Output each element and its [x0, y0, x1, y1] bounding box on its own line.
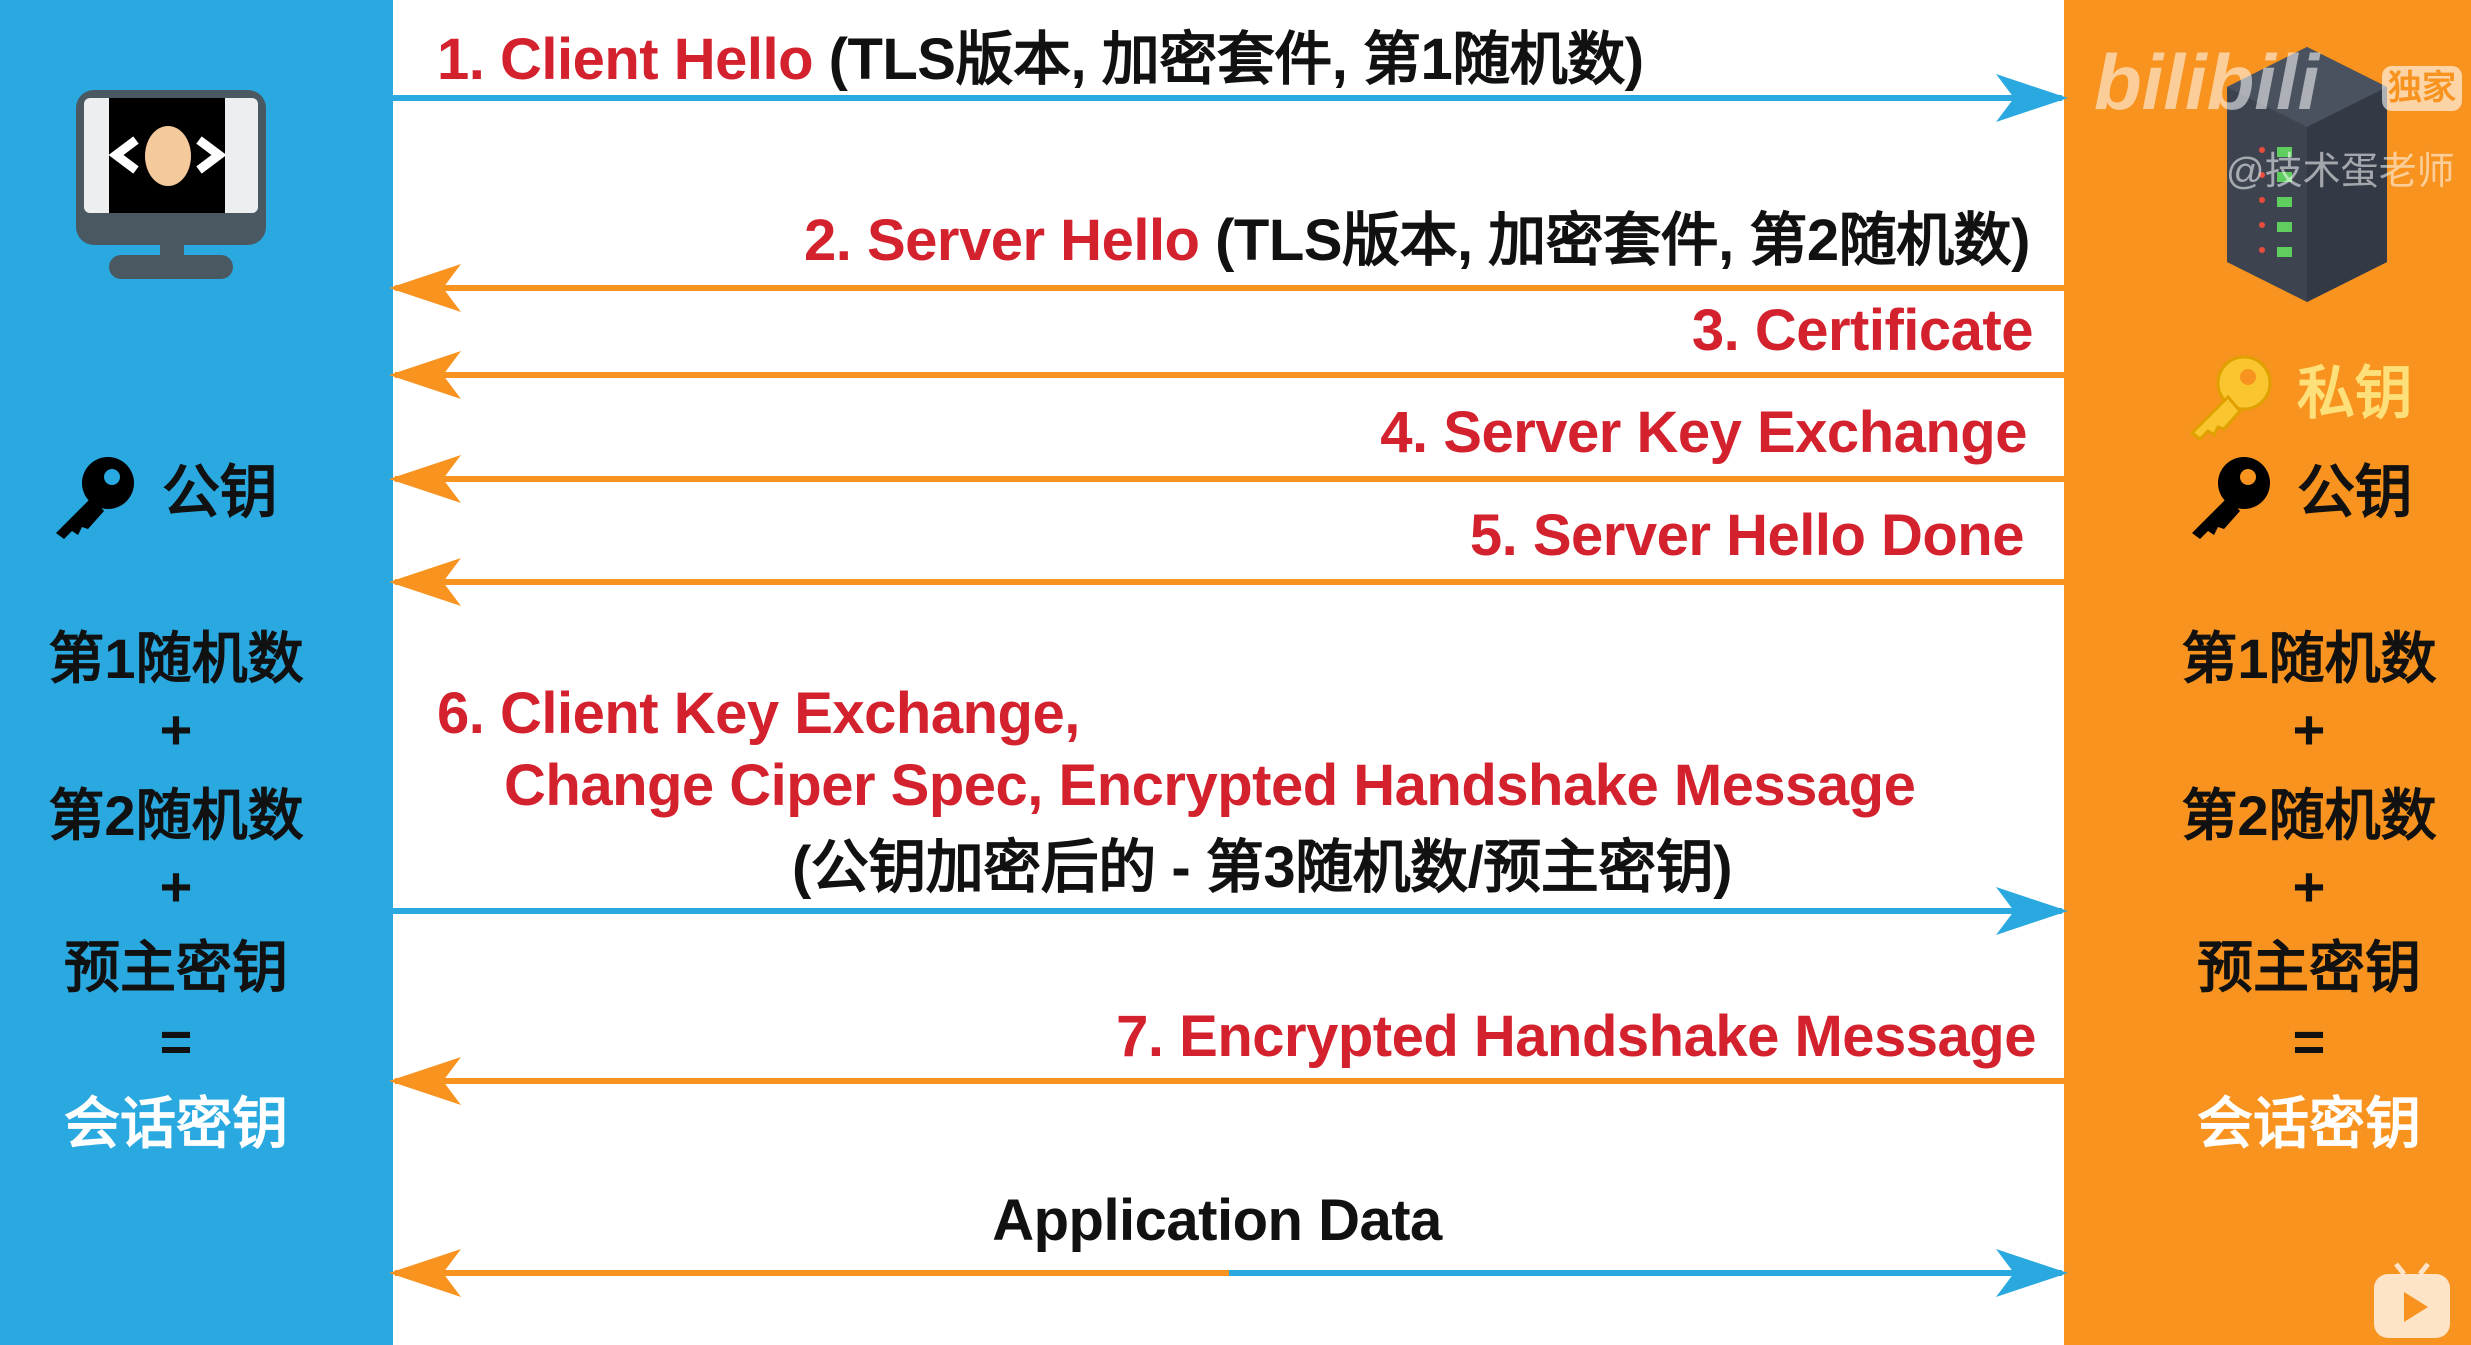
client-session-key: 会话密钥 — [64, 1092, 288, 1155]
step-2-label: 2. Server Hello — [803, 208, 1200, 273]
key-icon — [2192, 457, 2270, 539]
client-formula-item: 第2随机数 — [48, 784, 304, 847]
client-formula-item: + — [159, 698, 193, 761]
play-icon[interactable] — [2372, 1262, 2452, 1342]
server-formula-item: 第2随机数 — [2181, 784, 2437, 847]
step-2-message: 2. Server Hello (TLS版本, 加密套件, 第2随机数) — [804, 212, 2031, 270]
client-formula-item: 预主密钥 — [64, 936, 288, 999]
server-formula-item: + — [2292, 855, 2326, 918]
server-formula-item: = — [2292, 1010, 2326, 1073]
step-3-label: 3. Certificate — [1691, 298, 2034, 363]
server-session-key: 会话密钥 — [2197, 1092, 2421, 1155]
client-formula-item: = — [159, 1010, 193, 1073]
step-2-detail: (TLS版本, 加密套件, 第2随机数) — [1199, 208, 2030, 273]
server-panel: bilibili 独家 @技术蛋老师 私钥 公钥 第1随机数 + 第2随机数 +… — [2064, 0, 2471, 1345]
client-formula-item: 第1随机数 — [48, 627, 304, 690]
step-7-label: 7. Encrypted Handshake Message — [1116, 1004, 2036, 1069]
client-formula-item: + — [159, 855, 193, 918]
step-5-label: 5. Server Hello Done — [1469, 503, 2025, 568]
step-1-message: 1. Client Hello (TLS版本, 加密套件, 第1随机数) — [437, 31, 1644, 89]
exclusive-badge: 独家 — [2382, 66, 2462, 112]
step-1-detail: (TLS版本, 加密套件, 第1随机数) — [813, 27, 1644, 92]
server-public-key-label: 公钥 — [2297, 460, 2413, 525]
server-private-key-label: 私钥 — [2297, 361, 2413, 426]
server-formula-item: 第1随机数 — [2181, 627, 2437, 690]
application-data-label: Application Data — [992, 1188, 1442, 1253]
client-panel: 公钥 第1随机数 + 第2随机数 + 预主密钥 = 会话密钥 — [0, 0, 393, 1345]
bilibili-logo: bilibili — [2094, 38, 2320, 126]
key-icon — [56, 457, 134, 539]
step-6-detail: (公钥加密后的 - 第3随机数/预主密钥) — [791, 835, 1733, 900]
step-6-label-line2: Change Ciper Spec, Encrypted Handshake M… — [504, 753, 1916, 818]
step-6-label-line1: 6. Client Key Exchange, — [437, 681, 1080, 746]
author-watermark: @技术蛋老师 — [2226, 151, 2455, 193]
client-public-key-label: 公钥 — [162, 460, 278, 525]
step-1-label: 1. Client Hello — [437, 27, 814, 92]
server-formula-item: 预主密钥 — [2197, 936, 2421, 999]
client-computer-icon — [76, 90, 266, 279]
server-rack-icon — [2227, 47, 2387, 302]
server-formula-item: + — [2292, 698, 2326, 761]
private-key-icon — [2189, 355, 2272, 440]
step-4-label: 4. Server Key Exchange — [1380, 400, 2027, 465]
